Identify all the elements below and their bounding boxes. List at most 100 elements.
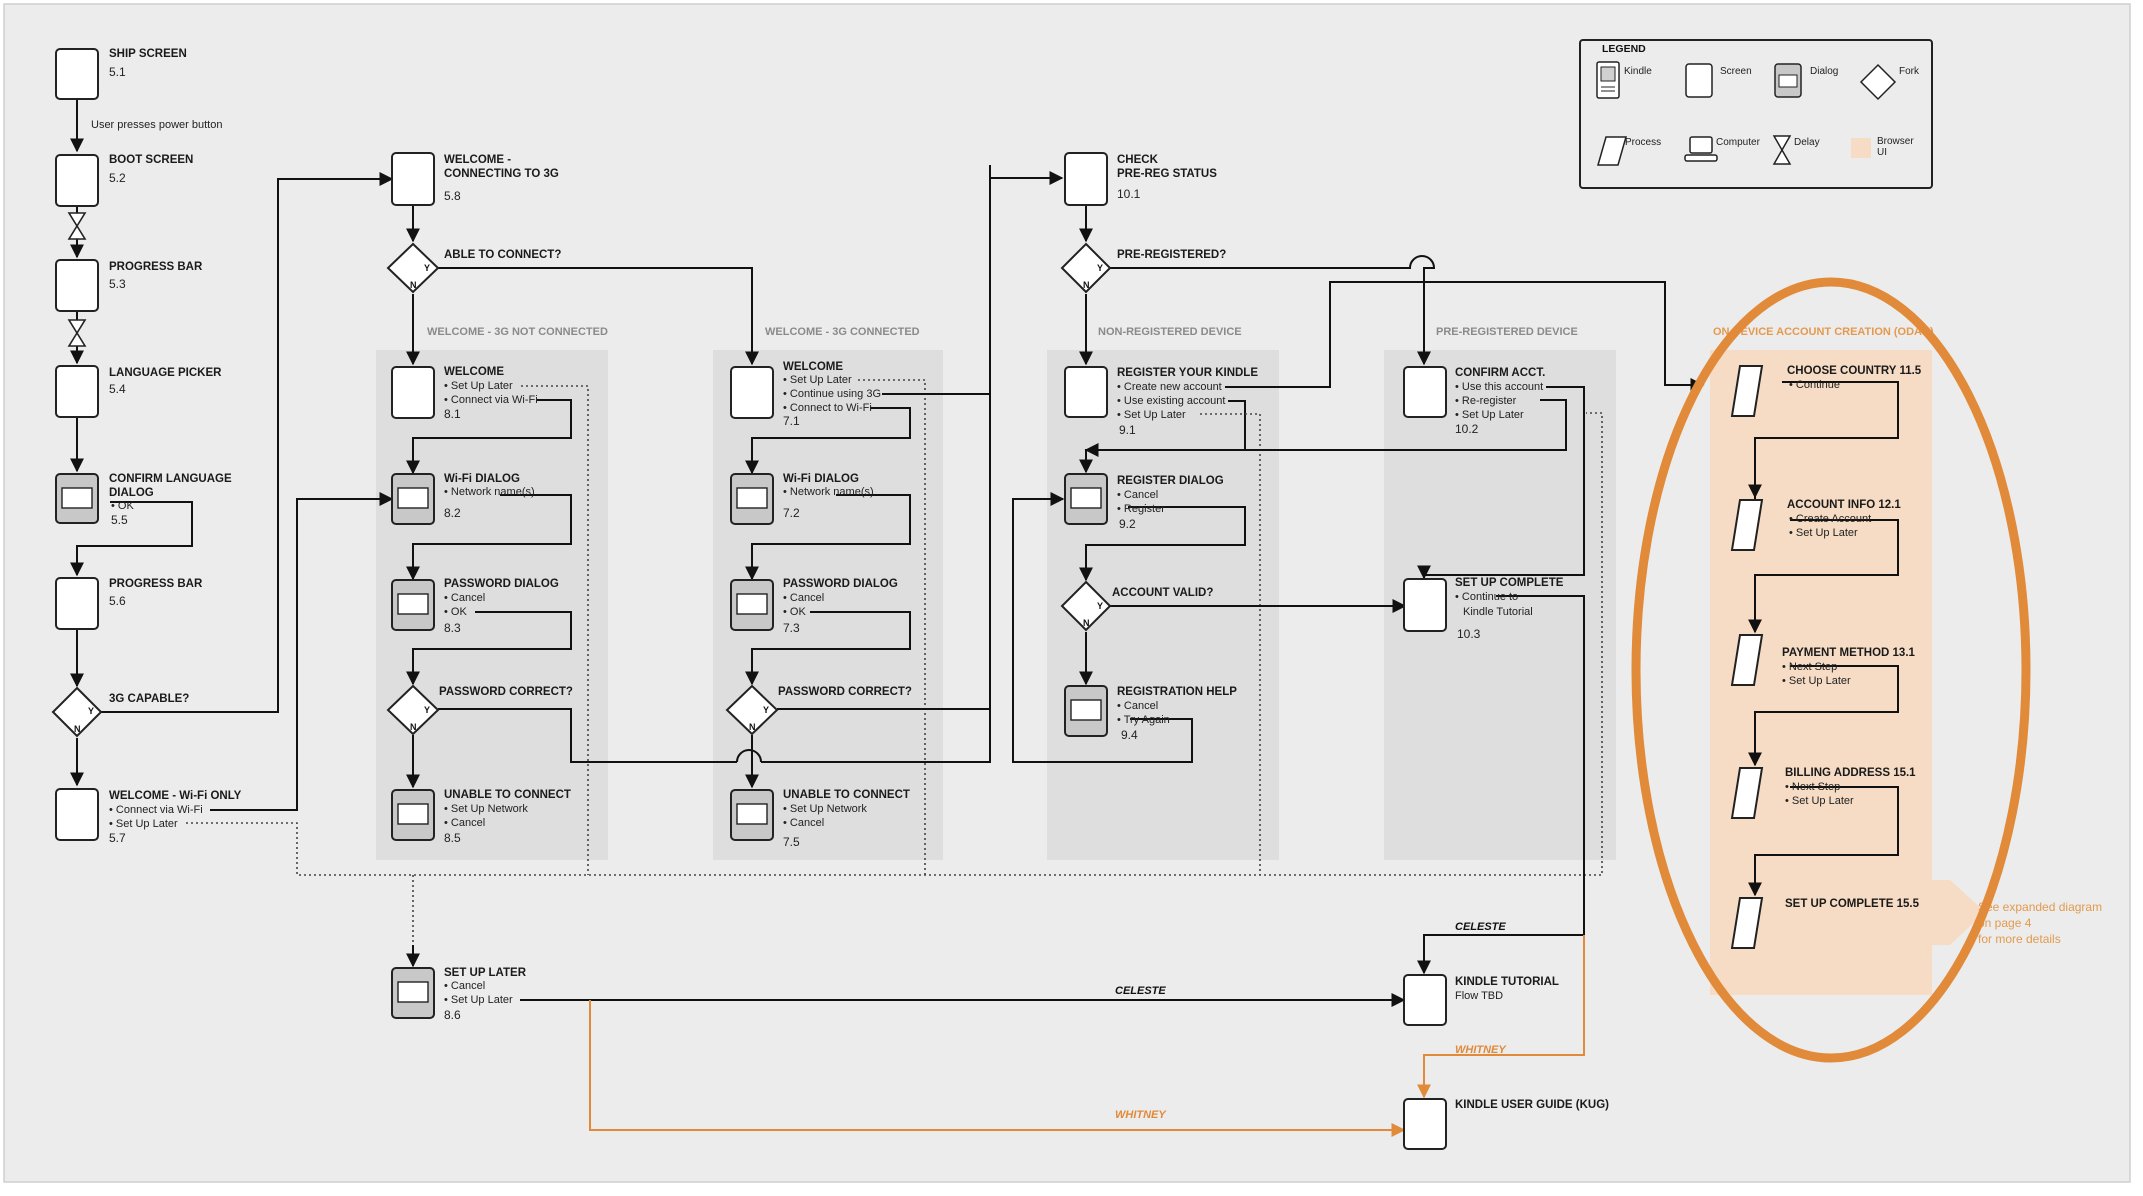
node-number: 5.2 bbox=[109, 171, 126, 185]
node-register-dialog: REGISTER DIALOG • Cancel • Register 9.2 bbox=[1064, 473, 1224, 531]
node-option: • Set Up Later bbox=[444, 380, 513, 392]
node-option: • Set Up Later bbox=[1785, 795, 1854, 807]
node-option: • OK bbox=[111, 500, 134, 512]
node-title: REGISTER DIALOG bbox=[1117, 475, 1224, 487]
node-number: 5.7 bbox=[109, 831, 126, 845]
lane-title: ON DEVICE ACCOUNT CREATION (ODAC) bbox=[1713, 326, 1934, 338]
node-number: 5.4 bbox=[109, 382, 126, 396]
node-title: BOOT SCREEN bbox=[109, 154, 193, 166]
node-title: WELCOME bbox=[444, 366, 504, 378]
node-option: • Next Step bbox=[1782, 661, 1837, 673]
delay-icon bbox=[67, 319, 87, 347]
fork-no: N bbox=[410, 722, 417, 732]
node-kindle-tutorial: KINDLE TUTORIAL Flow TBD bbox=[1403, 974, 1559, 1026]
process-icon bbox=[1597, 136, 1627, 166]
fork-pre-registered: Y N PRE-REGISTERED? bbox=[1060, 242, 1226, 294]
node-payment-method: PAYMENT METHOD 13.1 • Next Step • Set Up… bbox=[1730, 634, 1916, 687]
node-option: • Create new account bbox=[1117, 381, 1222, 393]
node-title: SET UP COMPLETE 15.5 bbox=[1785, 898, 1920, 910]
node-title: SHIP SCREEN bbox=[109, 48, 187, 60]
node-welcome-wifi-only: WELCOME - Wi-Fi ONLY • Connect via Wi-Fi… bbox=[55, 788, 242, 845]
fork-yes: Y bbox=[88, 706, 94, 716]
node-number: 9.1 bbox=[1119, 423, 1136, 437]
lane-title: WELCOME - 3G NOT CONNECTED bbox=[427, 326, 608, 338]
node-number: 8.5 bbox=[444, 831, 461, 845]
node-progress-bar: PROGRESS BAR 5.6 bbox=[55, 577, 203, 630]
dialog-icon bbox=[1774, 63, 1802, 98]
node-title: PRE-REG STATUS bbox=[1117, 168, 1217, 180]
lane-title: NON-REGISTERED DEVICE bbox=[1098, 326, 1242, 338]
node-option: • Continue bbox=[1789, 379, 1840, 391]
fork-no: N bbox=[410, 280, 417, 290]
delay-icon bbox=[67, 212, 87, 240]
fork-title: 3G CAPABLE? bbox=[109, 693, 189, 705]
legend-label: Process bbox=[1625, 137, 1661, 148]
legend-label: Browser bbox=[1877, 136, 1914, 147]
node-option: • Set Up Later bbox=[109, 818, 178, 830]
node-boot-screen: BOOT SCREEN 5.2 bbox=[55, 154, 193, 207]
node-option: • Cancel bbox=[1117, 700, 1158, 712]
node-registration-help: REGISTRATION HELP • Cancel • Try Again 9… bbox=[1064, 685, 1237, 742]
node-title: BILLING ADDRESS 15.1 bbox=[1785, 767, 1916, 779]
node-check-pre-reg-status: CHECK PRE-REG STATUS 10.1 bbox=[1064, 152, 1217, 206]
path-label: WHITNEY bbox=[1115, 1109, 1167, 1121]
node-register-your-kindle: REGISTER YOUR KINDLE • Create new accoun… bbox=[1064, 366, 1258, 437]
legend-label: Dialog bbox=[1810, 66, 1838, 77]
node-welcome-8-1: WELCOME • Set Up Later • Connect via Wi-… bbox=[391, 366, 538, 421]
node-title: PROGRESS BAR bbox=[109, 578, 203, 590]
node-option: • Cancel bbox=[783, 817, 824, 829]
callout-text: See expanded diagram bbox=[1978, 900, 2102, 914]
node-title: CONNECTING TO 3G bbox=[444, 168, 559, 180]
node-option: • Create Account bbox=[1789, 513, 1871, 525]
node-number: 5.3 bbox=[109, 277, 126, 291]
node-number: 9.4 bbox=[1121, 728, 1138, 742]
node-billing-address: BILLING ADDRESS 15.1 • Next Step • Set U… bbox=[1730, 767, 1916, 819]
odac-arrow-shape bbox=[1932, 880, 1985, 945]
screen-icon bbox=[1685, 63, 1713, 98]
node-option: • Cancel bbox=[444, 817, 485, 829]
node-title: CHOOSE COUNTRY 11.5 bbox=[1787, 365, 1922, 377]
fork-able-to-connect: Y N ABLE TO CONNECT? bbox=[386, 242, 561, 294]
node-title: UNABLE TO CONNECT bbox=[444, 789, 571, 801]
node-title: PASSWORD DIALOG bbox=[444, 578, 559, 590]
node-option: • Connect via Wi-Fi bbox=[444, 394, 538, 406]
path-label: CELESTE bbox=[1115, 985, 1166, 997]
fork-yes: Y bbox=[1097, 263, 1103, 273]
node-set-up-complete-15-5: SET UP COMPLETE 15.5 bbox=[1730, 897, 1920, 949]
computer-icon bbox=[1684, 136, 1718, 162]
node-password-dialog-7-3: PASSWORD DIALOG • Cancel • OK 7.3 bbox=[730, 578, 898, 635]
node-title: Wi-Fi DIALOG bbox=[444, 473, 520, 485]
node-title: DIALOG bbox=[109, 487, 154, 499]
node-ship-screen: SHIP SCREEN 5.1 bbox=[55, 48, 187, 100]
node-title: REGISTER YOUR KINDLE bbox=[1117, 367, 1258, 379]
fork-no: N bbox=[749, 722, 756, 732]
fork-title: ACCOUNT VALID? bbox=[1112, 587, 1213, 599]
path-label: CELESTE bbox=[1455, 921, 1506, 933]
node-option: Flow TBD bbox=[1455, 990, 1503, 1002]
fork-yes: Y bbox=[1097, 601, 1103, 611]
lane-title: WELCOME - 3G CONNECTED bbox=[765, 326, 920, 338]
node-title: ACCOUNT INFO 12.1 bbox=[1787, 499, 1901, 511]
node-number: 8.6 bbox=[444, 1008, 461, 1022]
node-option: • Set Up Later bbox=[1789, 527, 1858, 539]
callout-text: on page 4 bbox=[1978, 916, 2032, 930]
legend-label: Delay bbox=[1794, 137, 1820, 148]
node-number: 7.3 bbox=[783, 621, 800, 635]
node-title: WELCOME bbox=[783, 361, 843, 373]
node-number: 7.1 bbox=[783, 414, 800, 428]
node-option: • Continue using 3G bbox=[783, 388, 881, 400]
node-title: PAYMENT METHOD 13.1 bbox=[1782, 647, 1916, 659]
legend-label: Screen bbox=[1720, 66, 1752, 77]
node-wifi-dialog-8-2: Wi-Fi DIALOG • Network name(s) 8.2 bbox=[391, 473, 535, 525]
fork-title: PRE-REGISTERED? bbox=[1117, 249, 1226, 261]
fork-title: ABLE TO CONNECT? bbox=[444, 249, 561, 261]
node-wifi-dialog-7-2: Wi-Fi DIALOG • Network name(s) 7.2 bbox=[730, 473, 874, 525]
node-title: CONFIRM LANGUAGE bbox=[109, 473, 232, 485]
path-label: WHITNEY bbox=[1455, 1044, 1507, 1056]
legend-label: Fork bbox=[1899, 66, 1920, 77]
node-welcome-connecting-3g: WELCOME - CONNECTING TO 3G 5.8 bbox=[391, 152, 559, 206]
node-title: SET UP COMPLETE bbox=[1455, 577, 1564, 589]
node-number: 10.3 bbox=[1457, 627, 1481, 641]
node-option: Kindle Tutorial bbox=[1463, 606, 1533, 618]
node-option: • Use this account bbox=[1455, 381, 1543, 393]
